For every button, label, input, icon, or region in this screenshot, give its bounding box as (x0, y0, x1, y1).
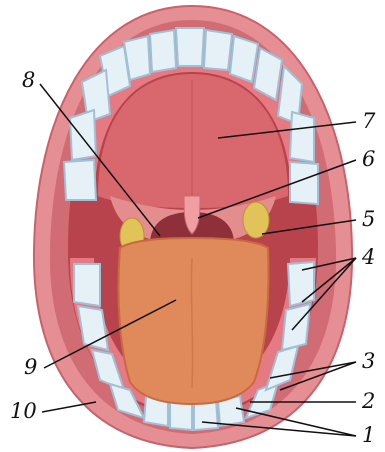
label-7: 7 (362, 111, 375, 132)
label-6: 6 (362, 149, 375, 170)
label-5: 5 (362, 209, 375, 230)
label-9: 9 (24, 357, 37, 378)
label-1: 1 (362, 425, 375, 446)
label-8: 8 (22, 70, 35, 91)
label-4: 4 (362, 247, 375, 268)
tonsil-right (243, 202, 269, 238)
tongue (118, 238, 268, 404)
label-3: 3 (362, 351, 375, 372)
label-2: 2 (362, 391, 375, 412)
label-10: 10 (10, 401, 37, 422)
